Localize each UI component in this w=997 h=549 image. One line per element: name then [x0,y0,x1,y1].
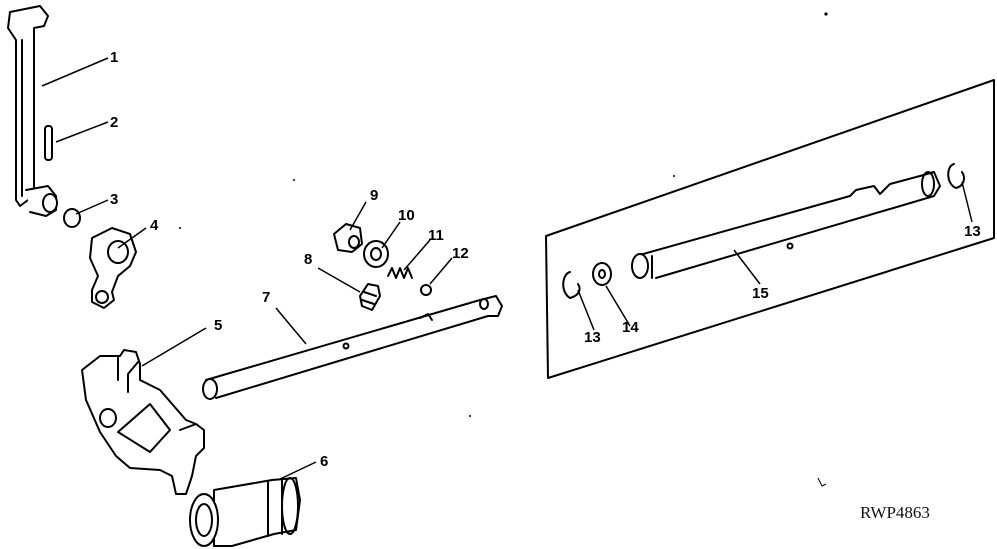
leader-lines [41,57,973,481]
pin-part [44,125,53,161]
callout-13-right: 13 [964,223,981,240]
snap-ring-right-part [947,163,965,189]
shift-rod-part [202,295,503,400]
callout-14: 14 [622,319,639,336]
lever-arm-part [89,227,137,309]
callout-2: 2 [110,114,118,131]
callout-6: 6 [320,453,328,470]
callout-8: 8 [304,251,312,268]
detent-spring-part [359,283,381,311]
thrust-washer-part [592,262,612,286]
callout-10: 10 [398,207,415,224]
callout-12: 12 [452,245,469,262]
callout-7: 7 [262,289,270,306]
inset-rod-part [631,171,941,279]
collar-part [189,477,301,547]
callout-5: 5 [214,317,222,334]
shift-fork-part [81,349,205,495]
callout-4: 4 [150,217,159,234]
ball-part [420,284,432,296]
callout-3: 3 [110,191,118,208]
nut-part [333,223,363,253]
callout-1: 1 [110,49,118,66]
o-ring-part [63,208,81,228]
scan-specks [179,12,828,487]
callout-15: 15 [752,285,769,302]
callout-13-left: 13 [584,329,601,346]
callout-11: 11 [428,227,444,244]
shift-lever-part [7,5,58,217]
figure-code: RWP4863 [860,503,930,522]
spring-part [387,267,413,279]
snap-ring-left-part [562,271,581,299]
callout-labels: 1 2 3 4 5 6 7 8 9 10 11 12 13 13 14 15 [110,49,981,470]
callout-9: 9 [370,187,378,204]
